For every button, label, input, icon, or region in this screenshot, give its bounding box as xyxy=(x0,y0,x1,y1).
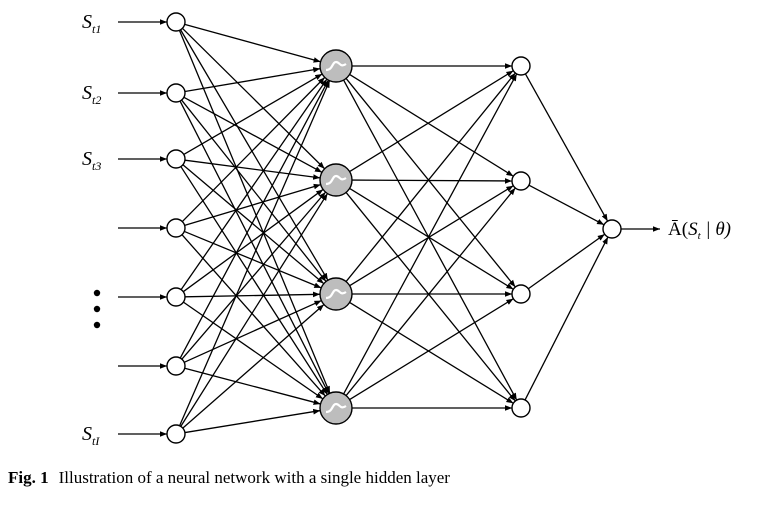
hidden-node-2 xyxy=(319,277,353,311)
edge-input-0-hidden-3 xyxy=(178,30,331,394)
edge-input-5-hidden-0 xyxy=(179,79,330,359)
edge-hidden-0-layer2-2 xyxy=(345,78,516,288)
input-node-4 xyxy=(166,287,186,307)
edge-hidden-1-layer2-2 xyxy=(349,187,514,290)
edge-hidden-1-layer2-0 xyxy=(349,70,514,173)
edge-input-4-hidden-1 xyxy=(182,188,324,293)
edge-hidden-3-layer2-2 xyxy=(349,298,514,401)
edge-input-0-hidden-2 xyxy=(180,29,329,281)
edge-input-2-hidden-3 xyxy=(180,166,328,395)
output-node xyxy=(602,219,622,239)
edge-input-6-hidden-2 xyxy=(182,304,325,429)
edge-input-1-hidden-1 xyxy=(183,96,323,173)
edge-hidden-0-layer2-3 xyxy=(343,79,518,401)
layer2-node-1 xyxy=(511,171,531,191)
input-label-0: St1 xyxy=(82,11,101,36)
sigmoid-icon xyxy=(325,402,347,414)
edge-input-3-hidden-1 xyxy=(184,183,321,227)
edge-layer2-2-output xyxy=(527,233,606,290)
edge-input-4-hidden-3 xyxy=(183,301,324,400)
edge-input-3-hidden-3 xyxy=(181,234,326,397)
edge-input-2-hidden-0 xyxy=(183,73,323,156)
edge-input-4-hidden-2 xyxy=(184,291,321,298)
connection-edges xyxy=(178,23,660,434)
edge-input-6-hidden-1 xyxy=(180,193,329,427)
input-label-2: St3 xyxy=(82,148,101,173)
edge-hidden-1-layer2-3 xyxy=(345,192,516,402)
edge-input-5-hidden-2 xyxy=(183,299,322,363)
edge-layer2-0-output xyxy=(524,73,609,222)
edge-input-2-hidden-2 xyxy=(182,164,325,285)
hidden-node-1 xyxy=(319,163,353,197)
ellipsis-dots xyxy=(93,289,101,329)
edge-layer2-1-output xyxy=(528,184,605,226)
edge-input-1-hidden-2 xyxy=(181,99,327,282)
hidden-node-0 xyxy=(319,49,353,83)
edge-layer2-3-output xyxy=(524,236,609,401)
edge-input-1-hidden-0 xyxy=(184,67,321,93)
edge-hidden-0-layer2-1 xyxy=(349,73,514,177)
input-node-2 xyxy=(166,149,186,169)
figure-number: Fig. 1 xyxy=(8,468,49,487)
input-label-1: St2 xyxy=(82,82,101,107)
figure-caption: Fig. 1 Illustration of a neural network w… xyxy=(8,468,450,488)
edge-hidden-3-layer2-1 xyxy=(345,187,516,397)
input-label-6: StI xyxy=(82,423,100,448)
hidden-node-3 xyxy=(319,391,353,425)
input-node-0 xyxy=(166,12,186,32)
output-label: Ā(St | θ) xyxy=(668,219,731,242)
edge-hidden-2-layer2-0 xyxy=(345,72,516,282)
edge-input-4-hidden-0 xyxy=(180,78,328,290)
edge-input-3-hidden-2 xyxy=(184,230,322,289)
sigmoid-icon xyxy=(325,60,347,72)
edge-input-6-hidden-3 xyxy=(184,408,321,434)
edge-input-5-hidden-1 xyxy=(181,191,327,360)
sigmoid-icon xyxy=(325,288,347,300)
edge-hidden-2-layer2-1 xyxy=(349,185,514,287)
edge-input-1-hidden-3 xyxy=(179,100,330,395)
input-node-5 xyxy=(166,356,186,376)
input-arrows xyxy=(118,19,167,437)
edge-hidden-1-layer2-1 xyxy=(351,178,513,184)
network-nodes xyxy=(166,12,622,444)
edge-input-5-hidden-3 xyxy=(184,367,321,405)
edge-input-3-hidden-0 xyxy=(181,76,326,223)
layer2-node-0 xyxy=(511,56,531,76)
layer2-node-2 xyxy=(511,284,531,304)
edge-hidden-2-layer2-3 xyxy=(349,301,514,404)
input-node-1 xyxy=(166,83,186,103)
edge-input-6-hidden-0 xyxy=(178,80,331,427)
edge-input-0-hidden-0 xyxy=(184,23,321,63)
layer2-node-3 xyxy=(511,398,531,418)
caption-text: Illustration of a neural network with a … xyxy=(58,468,450,487)
sigmoid-icon xyxy=(325,174,347,186)
edge-hidden-3-layer2-0 xyxy=(343,73,518,395)
edge-input-2-hidden-1 xyxy=(184,159,321,180)
input-node-6 xyxy=(166,424,186,444)
input-node-3 xyxy=(166,218,186,238)
